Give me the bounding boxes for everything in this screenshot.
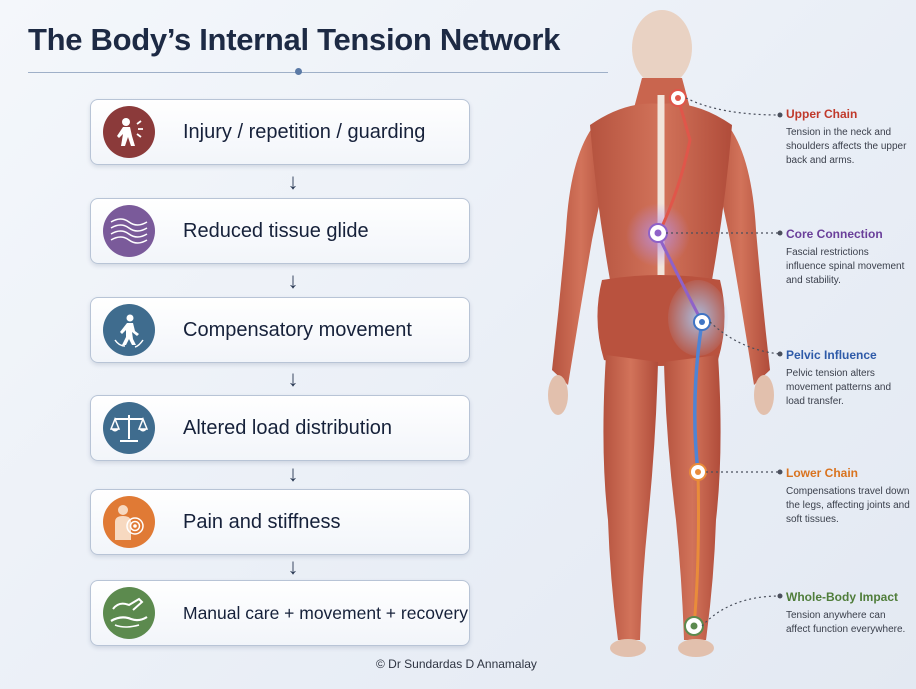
whole-body-node [684,616,704,636]
walking-person-icon [103,304,155,356]
annotation-title: Upper Chain [786,107,858,121]
step-label: Reduced tissue glide [183,219,369,242]
step-compensatory-movement: Compensatory movement [90,297,470,363]
injured-person-icon [103,106,155,158]
lower-chain-line [692,471,700,627]
annotation-core-connection: Core Connection Fascial restrictions inf… [786,227,911,288]
title-divider-dot [295,68,302,75]
annotation-title: Pelvic Influence [786,348,877,362]
annotation-text: Tension anywhere can affect function eve… [786,610,906,635]
step-label: Manual care + movement + recovery [183,602,468,623]
step-pain-stiffness: Pain and stiffness [90,489,470,555]
annotation-lower-chain: Lower Chain Compensations travel down th… [786,466,911,527]
left-hand [548,375,568,415]
core-chain-line [656,234,704,323]
step-label: Altered load distribution [183,416,393,439]
arrow-down-icon: ↓ [287,366,299,391]
arrow-down-icon: ↓ [287,169,299,194]
annotation-title: Core Connection [786,227,883,241]
step-manual-care: Manual care + movement + recovery [90,580,470,646]
annotation-title: Lower Chain [786,466,859,480]
annotation-upper-chain: Upper Chain Tension in the neck and shou… [786,107,911,168]
step-injury: Injury / repetition / guarding [90,99,470,165]
copyright-footer: © Dr Sundardas D Annamalay [376,657,537,671]
page-title: The Body’s Internal Tension Network [28,22,561,57]
step-tissue-glide: Reduced tissue glide [90,198,470,264]
arrow-down-icon: ↓ [287,554,299,579]
arrow-down-icon: ↓ [287,461,299,486]
right-foot [678,639,714,657]
tissue-fibers-icon [103,205,155,257]
balance-scale-icon [103,402,155,454]
right-hand [754,375,774,415]
title-divider [28,72,608,73]
annotation-text: Pelvic tension alters movement patterns … [786,368,892,407]
right-leg [664,355,721,640]
arrow-down-icon: ↓ [287,268,299,293]
anatomy-back-figure [548,10,774,657]
core-node [648,223,668,243]
annotation-text: Tension in the neck and shoulders affect… [786,127,907,166]
left-leg [603,355,658,640]
annotation-title: Whole-Body Impact [786,590,899,604]
left-foot [610,639,646,657]
step-label: Pain and stiffness [183,510,341,533]
step-label: Injury / repetition / guarding [183,120,426,143]
step-label: Compensatory movement [183,318,412,341]
sore-back-icon [103,496,155,548]
caring-hands-icon [103,587,155,639]
pelvic-chain-line [693,321,704,473]
step-load-distribution: Altered load distribution [90,395,470,461]
upper-chain-line [656,97,692,236]
annotation-pelvic-influence: Pelvic Influence Pelvic tension alters m… [786,348,911,409]
annotation-text: Fascial restrictions influence spinal mo… [786,247,905,286]
annotation-text: Compensations travel down the legs, affe… [786,486,910,525]
left-arm [552,128,610,385]
right-arm [712,128,770,385]
annotation-whole-body-impact: Whole-Body Impact Tension anywhere can a… [786,590,911,637]
head [632,10,692,86]
